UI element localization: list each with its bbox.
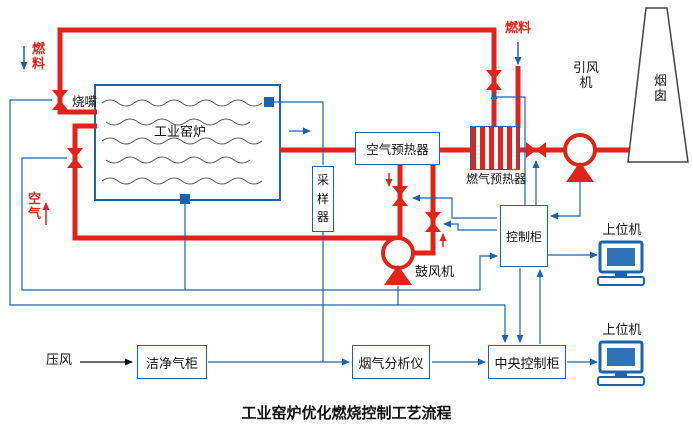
induced-fan-icon bbox=[563, 133, 597, 182]
burner-label: 烧嘴 bbox=[72, 94, 98, 109]
host-computer-bottom-label: 上位机 bbox=[602, 323, 642, 338]
host-computer-top-label: 上位机 bbox=[602, 223, 642, 238]
fuel-inlet-right-label: 燃料 bbox=[504, 21, 531, 36]
diagram-title: 工业窑炉优化燃烧控制工艺流程 bbox=[241, 404, 452, 422]
blower-icon bbox=[381, 236, 415, 285]
host-computer-top-icon bbox=[597, 240, 645, 286]
furnace-sensors bbox=[180, 97, 274, 204]
furnace-box bbox=[94, 84, 281, 201]
red-pipes bbox=[57, 27, 634, 256]
induced-fan-label: 引风机 bbox=[572, 61, 599, 91]
flue-gas-analyzer-box: 烟气分析仪 bbox=[352, 345, 430, 379]
furnace-bottom-sensor-icon bbox=[180, 194, 190, 204]
sampler-box: 采样器 bbox=[312, 166, 334, 232]
gas-preheater-box bbox=[470, 126, 520, 170]
gas-preheater-label: 燃气预热器 bbox=[465, 172, 526, 186]
chimney-shape bbox=[627, 7, 689, 163]
hot-air-valve-icon bbox=[392, 186, 408, 206]
fuel-inlet-left-label: 燃料 bbox=[31, 42, 45, 73]
gas-valve-icon bbox=[486, 70, 502, 90]
flow-arrows bbox=[20, 42, 522, 247]
signal-lines bbox=[9, 91, 598, 366]
blower-air-valve-icon bbox=[425, 212, 441, 232]
valves bbox=[52, 70, 546, 232]
furnace-label: 工业窑炉 bbox=[153, 125, 206, 140]
air-valve-icon bbox=[67, 148, 83, 168]
compressed-air-label: 压风 bbox=[46, 353, 73, 368]
furnace-temp-sensor-icon bbox=[264, 97, 274, 107]
control-cabinet-box: 控制柜 bbox=[500, 205, 548, 267]
flue-valve-icon bbox=[526, 142, 546, 158]
chimney-label: 烟囱 bbox=[653, 74, 667, 105]
blower-label: 鼓风机 bbox=[415, 265, 455, 280]
clean-gas-cabinet-box: 洁净气柜 bbox=[137, 345, 207, 379]
host-computer-bottom-icon bbox=[597, 340, 645, 386]
fuel-valve-icon bbox=[52, 90, 68, 110]
flame-squiggles bbox=[101, 99, 263, 185]
air-inlet-label: 空气 bbox=[27, 192, 41, 223]
central-control-cabinet-box: 中央控制柜 bbox=[488, 345, 566, 379]
air-preheater-box: 空气预热器 bbox=[355, 132, 440, 165]
